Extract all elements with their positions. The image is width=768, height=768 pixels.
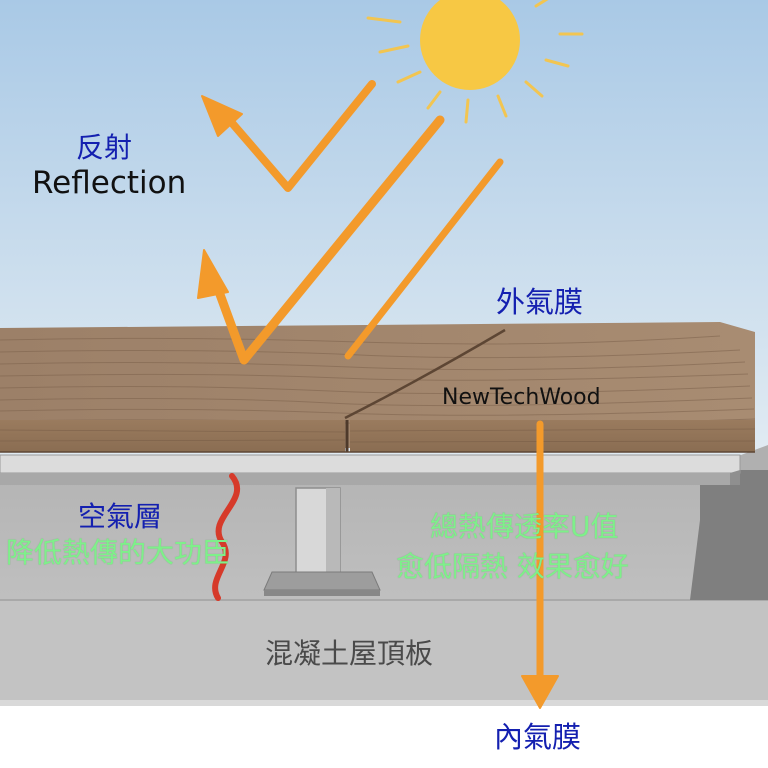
support-joist <box>0 454 741 485</box>
air-layer-label: 空氣層 <box>78 500 163 533</box>
reflection-label-zh: 反射 <box>76 131 133 164</box>
u-value-line2: 愈低隔熱 效果愈好 <box>396 550 629 583</box>
brand-label: NewTechWood <box>442 385 601 410</box>
air-layer-note: 降低熱傳的大功臣 <box>6 536 231 569</box>
u-value-line1: 總熱傳透率U值 <box>430 510 619 543</box>
reflection-arrow-upper-head <box>201 95 243 137</box>
reflection-label-en: Reflection <box>32 165 187 201</box>
reflection-arrow-upper <box>222 80 376 192</box>
outer-film-label: 外氣膜 <box>496 285 584 319</box>
wood-decking <box>0 322 756 453</box>
solar-arrows <box>197 80 559 709</box>
reflection-arrow-lower <box>209 115 445 365</box>
heat-wave-icon <box>212 473 241 601</box>
reflection-arrow-lower-head <box>197 249 229 299</box>
pedestal-post <box>263 487 381 596</box>
roof-slab-label: 混凝土屋頂板 <box>265 637 434 670</box>
incoming-ray <box>344 158 504 360</box>
sun-icon <box>366 0 584 124</box>
concrete-roof-slab <box>0 445 768 768</box>
transmission-arrow-head <box>521 675 559 709</box>
inner-film-label: 內氣膜 <box>494 720 582 754</box>
roof-edge <box>690 470 768 600</box>
